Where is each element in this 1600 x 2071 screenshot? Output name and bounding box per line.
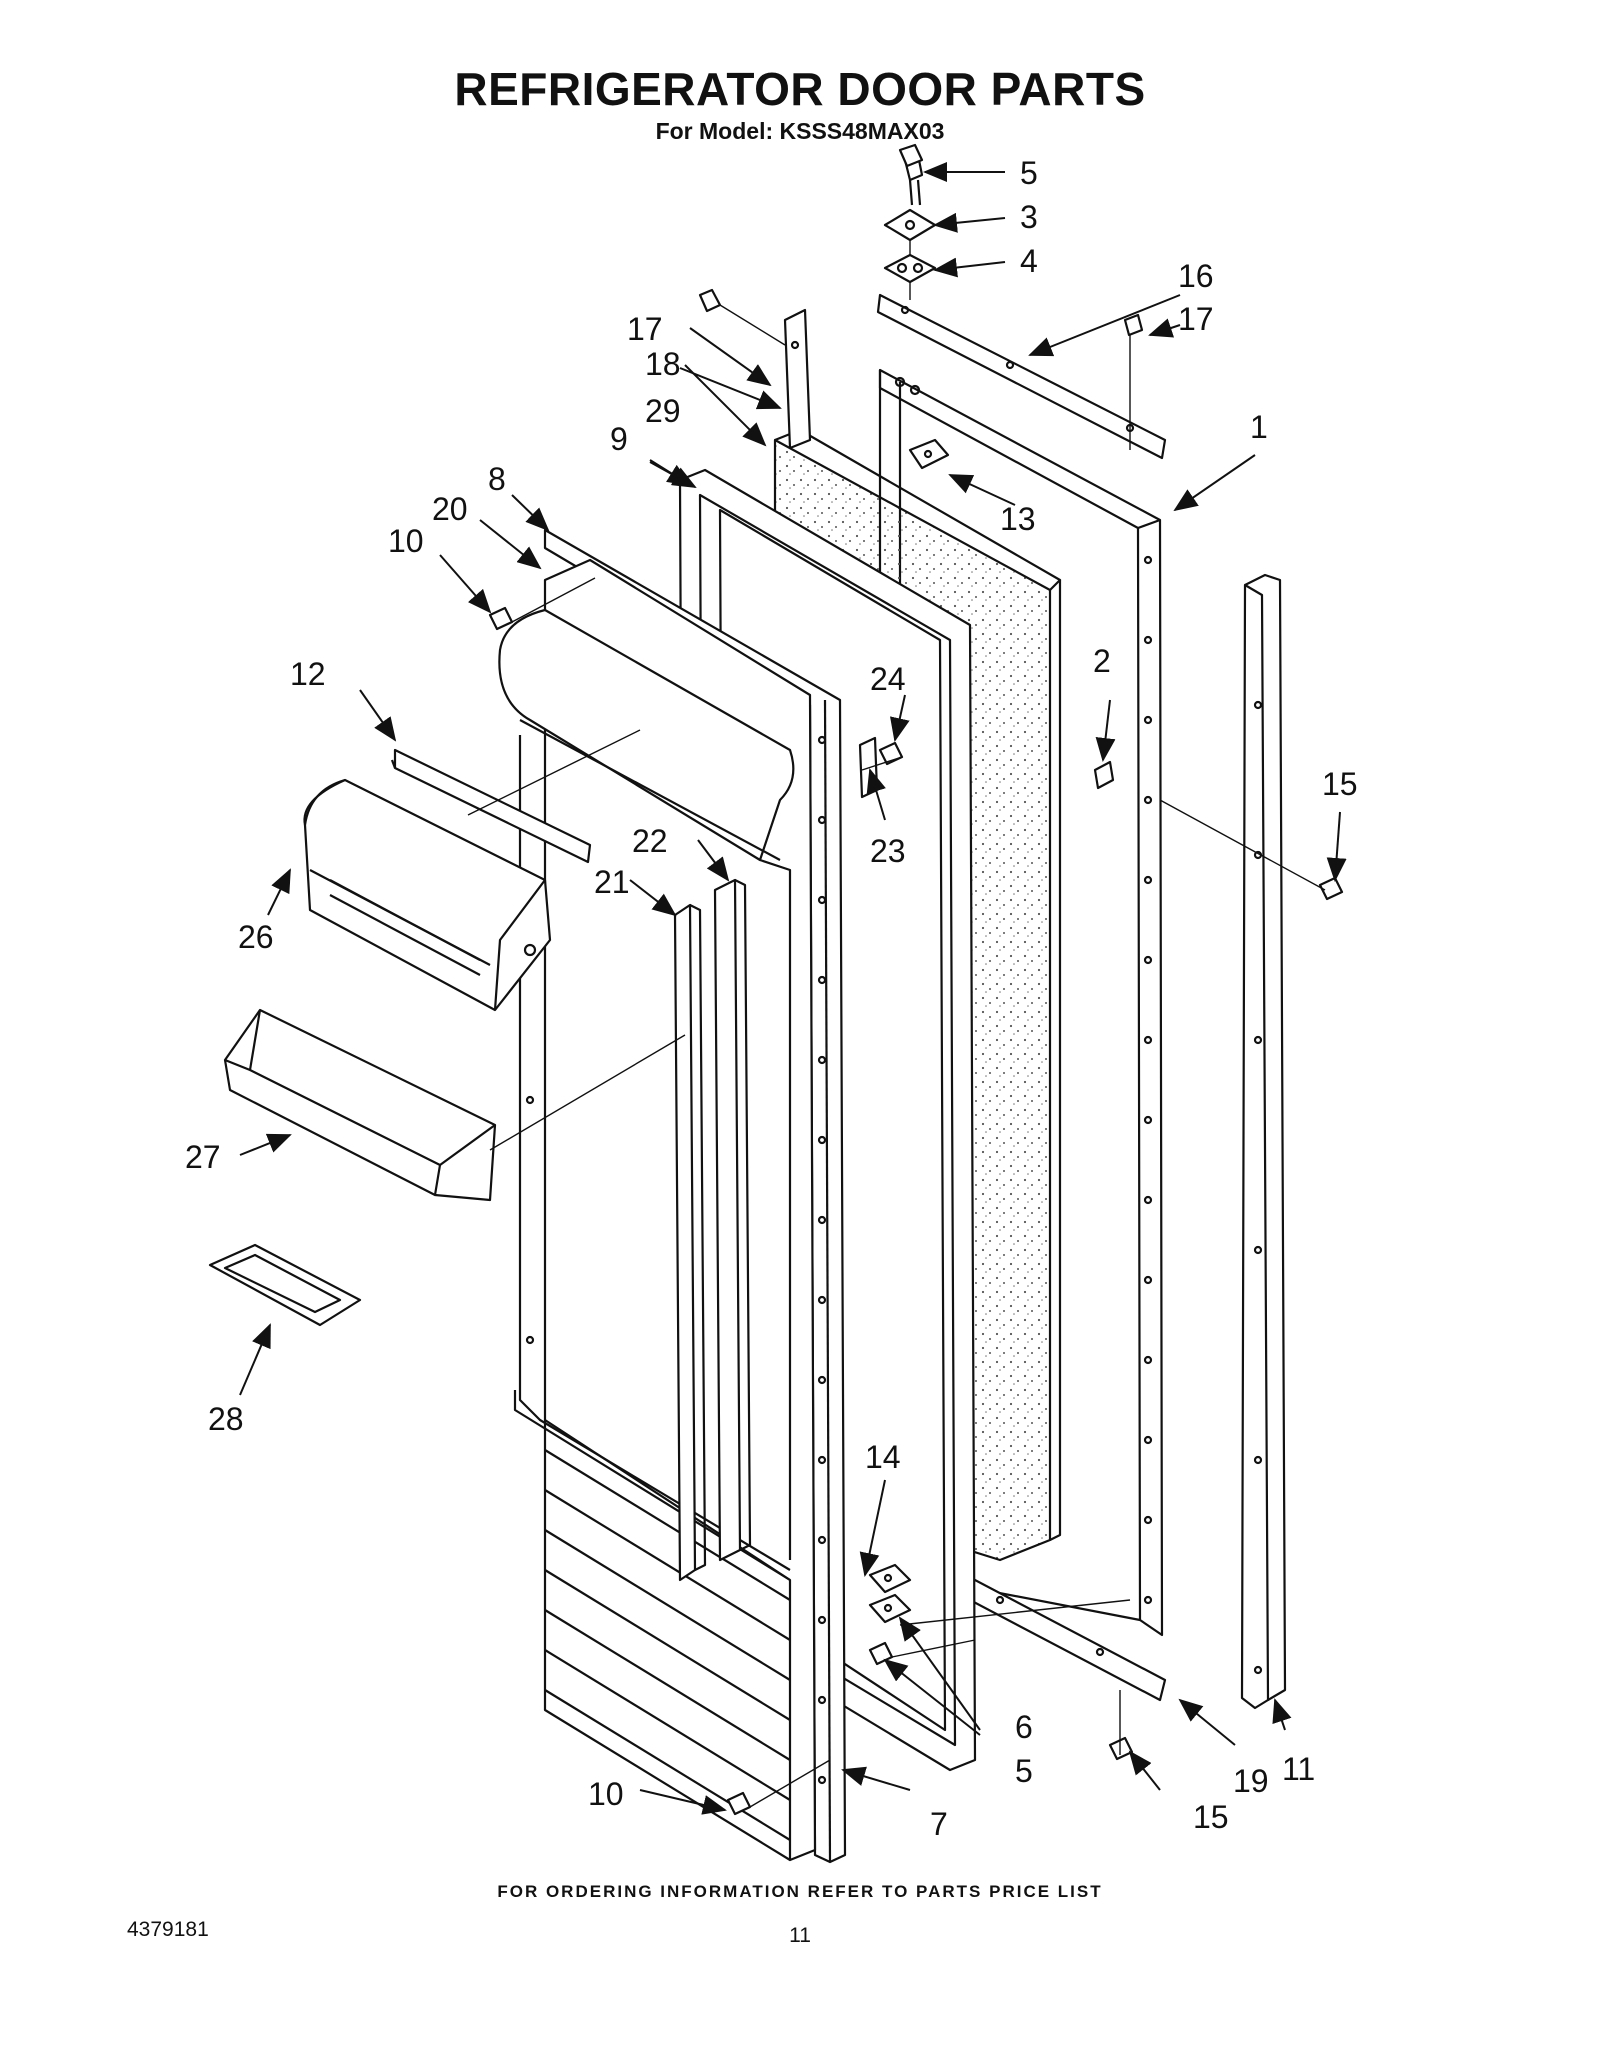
callout-28: 28: [208, 1401, 244, 1437]
callout-5-top: 5: [1020, 155, 1038, 191]
callout-8: 8: [488, 461, 506, 497]
callout-1: 1: [1250, 409, 1268, 445]
callout-17-right: 17: [1178, 301, 1214, 337]
shelf-rail: [390, 748, 592, 864]
callout-3: 3: [1020, 199, 1038, 235]
callout-labels: 5 3 4 16 17 1 13 2 15 17 18 29 9 8 20 10…: [185, 155, 1358, 1842]
callout-10-top: 10: [388, 523, 424, 559]
dairy-cover: [303, 778, 552, 1012]
callout-arrows: [239, 162, 1347, 1815]
callout-27: 27: [185, 1139, 221, 1175]
document-number: 4379181: [127, 1918, 209, 1941]
callout-16: 16: [1178, 258, 1214, 294]
callout-13: 13: [1000, 501, 1036, 537]
callout-9: 9: [610, 421, 628, 457]
callout-2: 2: [1093, 643, 1111, 679]
callout-6: 6: [1015, 1709, 1033, 1745]
assembly-lines: [467, 240, 1326, 1808]
callout-29: 29: [645, 393, 681, 429]
callout-10-bottom: 10: [588, 1776, 624, 1812]
clip-2: [1093, 760, 1115, 790]
callout-22: 22: [632, 823, 668, 859]
screw-icons: [488, 143, 1344, 1816]
callout-14: 14: [865, 1439, 901, 1475]
vertical-channel-left: [673, 903, 707, 1582]
door-liner: [498, 558, 817, 1862]
callout-20: 20: [432, 491, 468, 527]
callout-15-bottom: 15: [1193, 1799, 1229, 1835]
callout-24: 24: [870, 661, 906, 697]
callout-23: 23: [870, 833, 906, 869]
ordering-note: FOR ORDERING INFORMATION REFER TO PARTS …: [497, 1882, 1103, 1901]
callout-17-left: 17: [627, 311, 663, 347]
callout-21: 21: [594, 864, 630, 900]
page-number: 11: [789, 1924, 811, 1947]
callout-15-right: 15: [1322, 766, 1358, 802]
door-bin: [223, 1008, 497, 1202]
callout-7: 7: [930, 1806, 948, 1842]
small-tray: [208, 1243, 362, 1327]
top-hinge: [883, 153, 937, 284]
callout-18: 18: [645, 346, 681, 382]
callout-5-bottom: 5: [1015, 1753, 1033, 1789]
callout-12: 12: [290, 656, 326, 692]
callout-26: 26: [238, 919, 274, 955]
callout-11: 11: [1282, 1751, 1315, 1787]
rear-trim-strip: [1240, 573, 1287, 1710]
top-bracket: [876, 293, 1167, 460]
model-subtitle: For Model: KSSS48MAX03: [655, 118, 945, 144]
callout-4: 4: [1020, 243, 1038, 279]
callout-19: 19: [1233, 1763, 1269, 1799]
diagram-title: REFRIGERATOR DOOR PARTS: [454, 63, 1146, 115]
vertical-channel-right: [713, 878, 752, 1562]
small-bracket-13: [908, 438, 950, 470]
bottom-hinge: [868, 1563, 912, 1624]
side-strip: [783, 308, 812, 450]
